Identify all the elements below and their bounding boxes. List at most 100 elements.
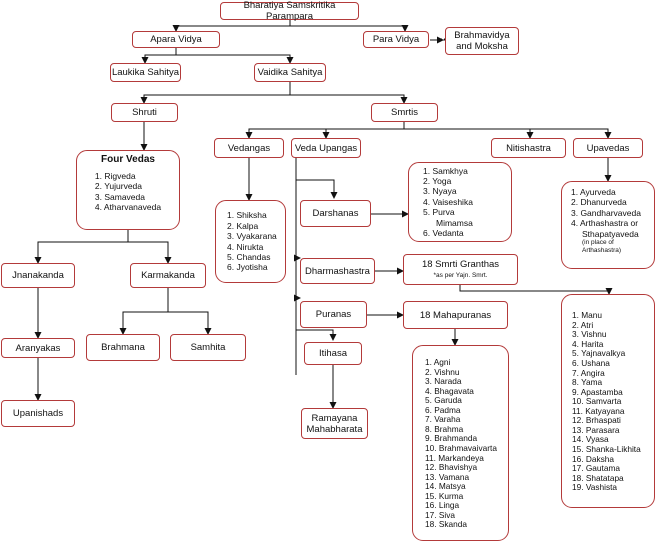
- smrti-granthas-note: *as per Yajn. Smrt.: [433, 272, 488, 279]
- darshanas-list-node: 1. Samkhya 2. Yoga 3. Nyaya 4. Vaiseshik…: [408, 162, 512, 242]
- upavedas-list-wrap: 1. Ayurveda 2. Dhanurveda 3. Gandharvave…: [571, 187, 654, 255]
- list-item: 4. Vaiseshika: [423, 196, 473, 207]
- list-item: 3. Nyaya: [423, 186, 457, 197]
- list-item: 15. Shanka-Likhita: [572, 443, 641, 454]
- list-item: 2. Vishnu: [425, 366, 460, 377]
- nitishastra-node: Nitishastra: [491, 138, 566, 158]
- vedangas-node: Vedangas: [214, 138, 284, 158]
- list-item: 18. Skanda: [425, 519, 467, 530]
- mahapuranas-list: 1. Agni 2. Vishnu 3. Narada 4. Bhagavata…: [425, 358, 497, 530]
- jnanakanda-node: Jnanakanda: [1, 263, 75, 288]
- list-item: 15. Kurma: [425, 490, 464, 501]
- list-item: Mimamsa: [436, 217, 473, 228]
- list-item: 4. Atharvanaveda: [94, 202, 162, 213]
- list-item: 3. Vishnu: [572, 329, 607, 340]
- smrti-list: 1. Manu 2. Atri 3. Vishnu 4. Harita 5. Y…: [572, 311, 641, 492]
- list-item: 4. Bhagavata: [425, 385, 474, 396]
- four-vedas-node: Four Vedas 1. Rigveda 2. Yujurveda 3. Sa…: [76, 150, 180, 230]
- list-item: 7. Varaha: [425, 414, 461, 425]
- list-item: 3. Narada: [425, 376, 462, 387]
- list-item: 6. Vedanta: [423, 228, 464, 239]
- list-item: 12. Brhaspati: [572, 415, 621, 426]
- list-item: 11. Katyayana: [572, 405, 625, 416]
- shruti-node: Shruti: [111, 103, 178, 122]
- brahmana-node: Brahmana: [86, 334, 160, 361]
- list-item: 2. Dhanurveda: [571, 197, 627, 208]
- list-item: 14. Vyasa: [572, 434, 609, 445]
- laukika-sahitya-node: Laukika Sahitya: [110, 63, 181, 82]
- list-item: 3. Gandharvaveda: [571, 207, 641, 218]
- itihasa-works-node: Ramayana Mahabharata: [301, 408, 368, 439]
- list-item: 3. Samaveda: [94, 191, 145, 202]
- smrti-granthas-node: 18 Smrti Granthas *as per Yajn. Smrt.: [403, 254, 518, 285]
- list-item: 9. Brahmanda: [425, 433, 478, 444]
- mahabharata-label: Mahabharata: [306, 424, 363, 435]
- upavedas-node: Upavedas: [573, 138, 643, 158]
- four-vedas-title: Four Vedas: [101, 154, 155, 165]
- mahapuranas-list-node: 1. Agni 2. Vishnu 3. Narada 4. Bhagavata…: [412, 345, 509, 541]
- list-item: 3. Vyakarana: [227, 231, 277, 242]
- list-item: 10. Samvarta: [572, 396, 622, 407]
- smrti-granthas-label: 18 Smrti Granthas: [421, 259, 500, 270]
- dharmashastra-node: Dharmashastra: [300, 258, 375, 284]
- list-item: 13. Parasara: [572, 424, 620, 435]
- list-item: 12. Bhavishya: [425, 462, 478, 473]
- upavedas-note: (in place of Arthashastra): [582, 239, 622, 255]
- smrti-list-node: 1. Manu 2. Atri 3. Vishnu 4. Harita 5. Y…: [561, 294, 655, 508]
- list-item: 18. Shatatapa: [572, 472, 624, 483]
- root-node: Bharatiya Samskritika Parampara: [220, 0, 359, 22]
- list-item: 1. Manu: [572, 310, 602, 321]
- itihasa-node: Itihasa: [304, 342, 362, 365]
- list-item: 19. Vashista: [572, 482, 618, 493]
- karmakanda-node: Karmakanda: [130, 263, 206, 288]
- list-item: 13. Vamana: [425, 471, 470, 482]
- list-item: 11. Markandeya: [425, 452, 484, 463]
- para-vidya-node: Para Vidya: [363, 31, 429, 48]
- list-item: 4. Nirukta: [227, 241, 264, 252]
- list-item: 5. Chandas: [227, 251, 271, 262]
- list-item: 5. Garuda: [425, 395, 462, 406]
- list-item: 6. Ushana: [572, 358, 610, 369]
- list-item: 4. Harita: [572, 338, 604, 349]
- veda-upangas-node: Veda Upangas: [291, 138, 361, 158]
- list-item: 17. Siva: [425, 509, 455, 520]
- four-vedas-list: 1. Rigveda 2. Yujurveda 3. Samaveda 4. A…: [95, 171, 161, 213]
- list-item: 17. Gautama: [572, 463, 620, 474]
- mahapuranas-node: 18 Mahapuranas: [403, 301, 508, 329]
- list-item: 2. Atri: [572, 319, 594, 330]
- list-item: 2. Kalpa: [227, 220, 259, 231]
- list-item: 14. Matsya: [425, 481, 466, 492]
- list-item: 10. Brahmavaivarta: [425, 443, 497, 453]
- list-item: 1. Ayurveda: [571, 187, 616, 197]
- vaidika-sahitya-node: Vaidika Sahitya: [254, 63, 326, 82]
- aranyakas-node: Aranyakas: [1, 338, 75, 358]
- samhita-node: Samhita: [170, 334, 246, 361]
- list-item: 16. Daksha: [572, 453, 614, 464]
- upanishads-node: Upanishads: [1, 400, 75, 427]
- list-item: 8. Brahma: [425, 423, 464, 434]
- upavedas-list: 1. Ayurveda 2. Dhanurveda 3. Gandharvave…: [571, 187, 654, 239]
- darshanas-node: Darshanas: [300, 200, 371, 227]
- list-item: 8. Yama: [572, 377, 603, 388]
- list-item: 4. Arthashastra or: [571, 218, 639, 229]
- apara-vidya-node: Apara Vidya: [132, 31, 220, 48]
- list-item: 1. Rigveda: [94, 171, 136, 181]
- list-item: 1. Samkhya: [423, 165, 468, 176]
- vedangas-list: 1. Shiksha 2. Kalpa 3. Vyakarana 4. Niru…: [227, 210, 277, 272]
- list-item: 9. Apastamba: [572, 386, 623, 397]
- list-item: 1. Shiksha: [227, 210, 267, 221]
- puranas-node: Puranas: [300, 301, 367, 328]
- vedangas-list-node: 1. Shiksha 2. Kalpa 3. Vyakarana 4. Niru…: [215, 200, 286, 283]
- brahmavidya-node: Brahmavidya and Moksha: [445, 27, 519, 55]
- smrtis-node: Smrtis: [371, 103, 438, 122]
- list-item: 5. Yajnavalkya: [572, 348, 626, 359]
- darshanas-list: 1. Samkhya 2. Yoga 3. Nyaya 4. Vaiseshik…: [423, 166, 473, 239]
- ramayana-label: Ramayana: [311, 413, 358, 424]
- list-item: Sthapatyaveda: [582, 228, 639, 239]
- list-item: 6. Jyotisha: [227, 262, 268, 273]
- upavedas-list-node: 1. Ayurveda 2. Dhanurveda 3. Gandharvave…: [561, 181, 655, 269]
- list-item: 2. Yujurveda: [94, 181, 143, 192]
- list-item: 2. Yoga: [423, 175, 452, 186]
- list-item: 1. Agni: [425, 357, 451, 368]
